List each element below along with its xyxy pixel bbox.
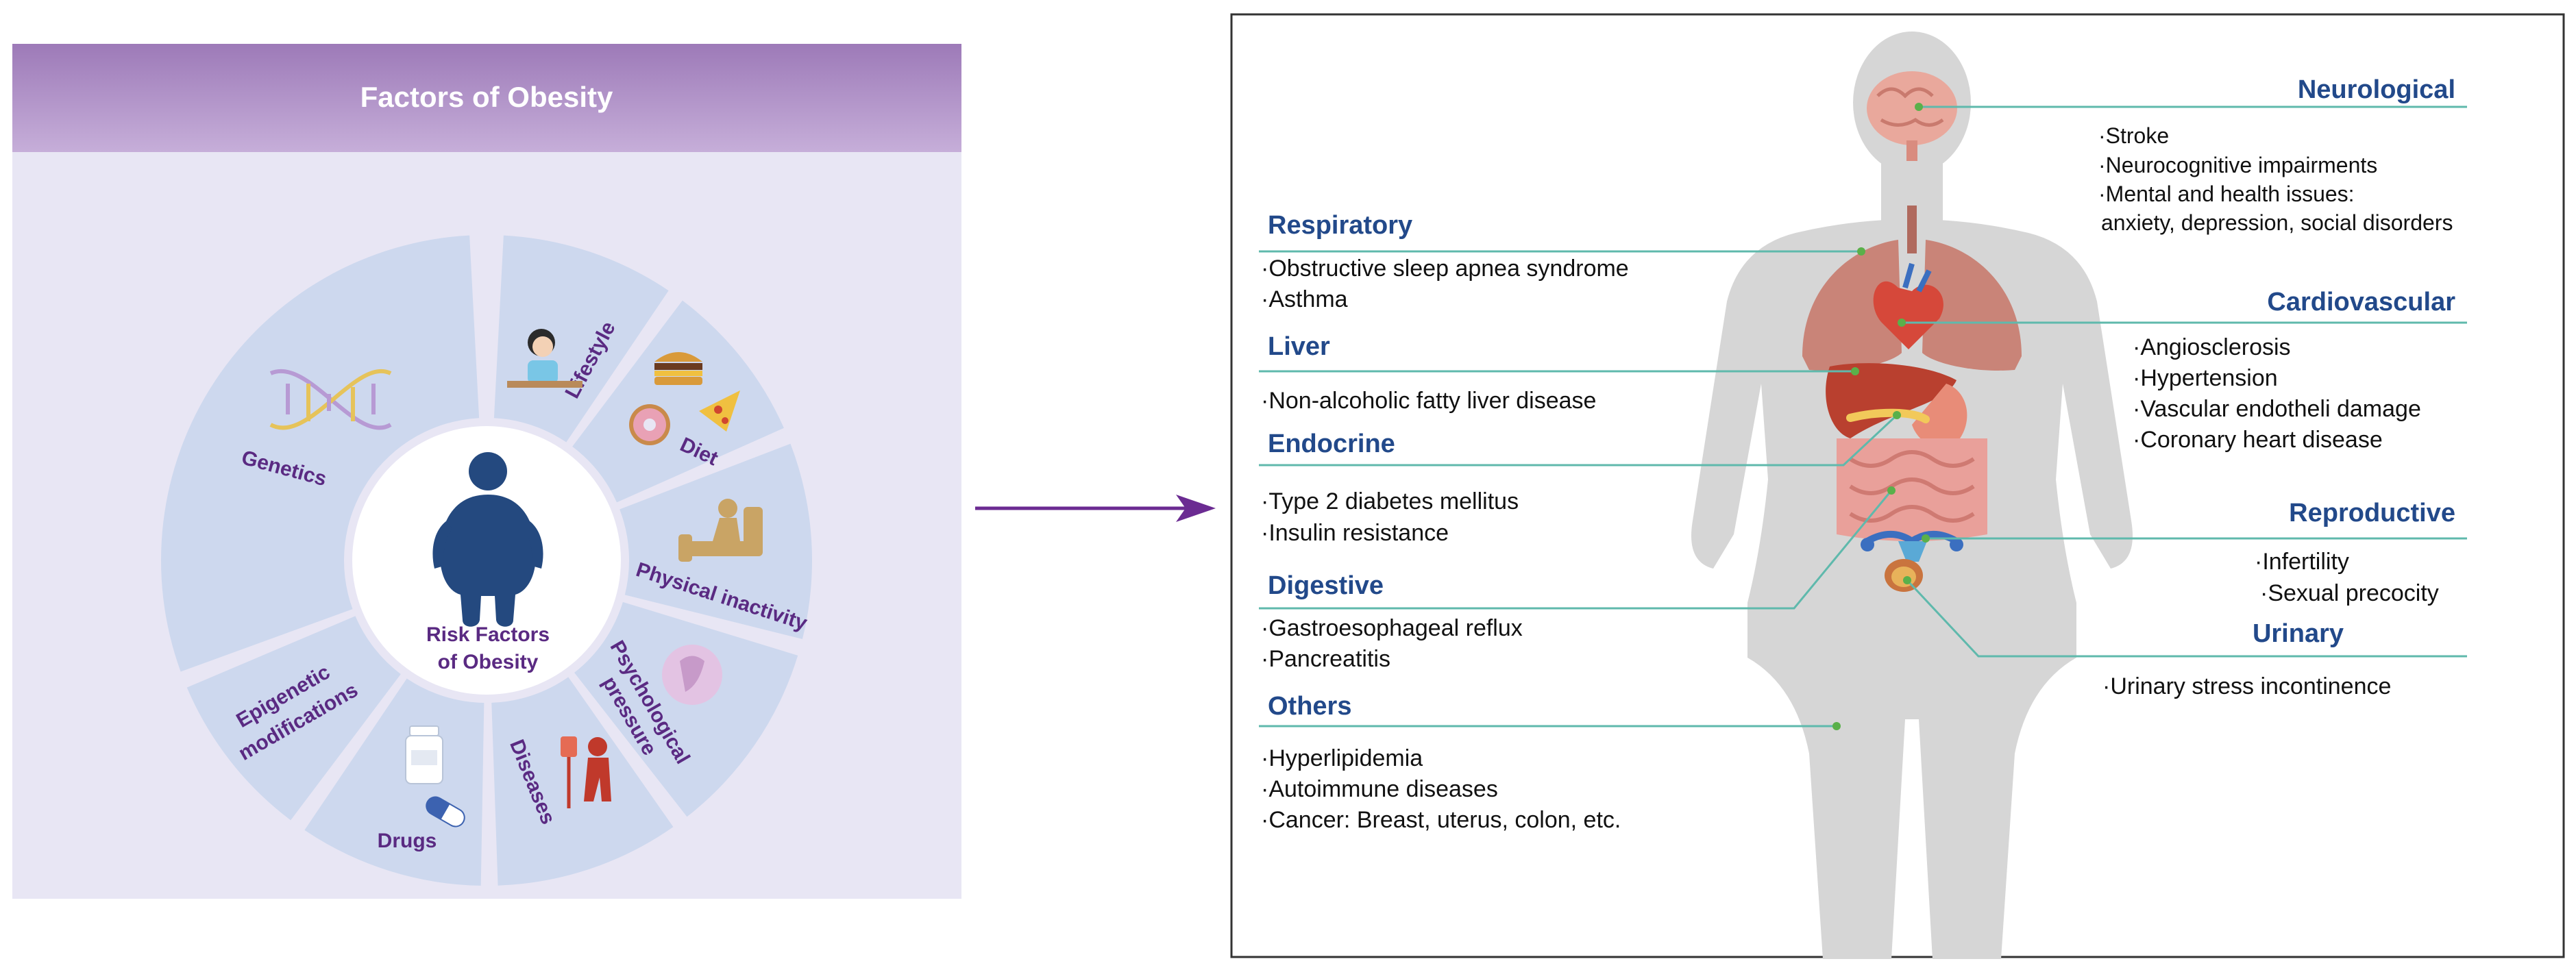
couch-person-icon [678, 499, 763, 562]
system-item: ·Type 2 diabetes mellitus [1261, 488, 1519, 514]
marker-reproductive [1922, 534, 1930, 543]
system-reproductive: Reproductive ·Infertility ·Sexual precoc… [2255, 499, 2455, 606]
stressed-head-icon [662, 645, 722, 705]
flow-arrow [975, 495, 1216, 522]
system-item: ·Mental and health issues: [2098, 182, 2355, 206]
factors-panel: Factors of Obesity Risk Factors of Obesi… [12, 44, 961, 899]
factors-panel-title: Factors of Obesity [360, 81, 613, 113]
center-label-line1: Risk Factors [426, 623, 550, 646]
system-item: ·Infertility [2255, 549, 2349, 575]
system-item: ·Pancreatitis [1261, 646, 1390, 672]
system-item: ·Coronary heart disease [2133, 427, 2383, 453]
brain-icon [1867, 71, 1957, 161]
system-item: ·Obstructive sleep apnea syndrome [1261, 256, 1629, 282]
leader-line-endocrine [1259, 414, 1898, 467]
system-item: ·Cancer: Breast, uterus, colon, etc. [1261, 807, 1621, 833]
system-item: ·Hypertension [2133, 365, 2278, 391]
system-item: ·Non-alcoholic fatty liver disease [1261, 388, 1596, 414]
child-studying-icon [507, 329, 582, 388]
segment-label-drugs: Drugs [378, 830, 437, 852]
system-title-liver: Liver [1268, 332, 1330, 361]
lungs-icon [1802, 206, 2022, 371]
wheel-segment-diseases [491, 677, 674, 886]
leader-line-urinary [1906, 579, 2467, 658]
system-title-digestive: Digestive [1268, 571, 1384, 600]
system-item: ·Sexual precocity [2260, 580, 2439, 606]
system-respiratory: Respiratory ·Obstructive sleep apnea syn… [1261, 211, 1629, 312]
system-item: ·Angiosclerosis [2133, 334, 2291, 360]
center-label-line2: of Obesity [438, 651, 539, 673]
pizza-icon [699, 390, 740, 432]
system-item: ·Hyperlipidemia [1261, 745, 1423, 771]
system-item: ·Stroke [2098, 123, 2169, 148]
marker-urinary [1903, 576, 1911, 584]
system-urinary: Urinary ·Urinary stress incontinence [2102, 619, 2391, 699]
wheel-segment-psych [574, 601, 798, 817]
system-title-others: Others [1268, 692, 1351, 721]
system-item: ·Urinary stress incontinence [2102, 673, 2391, 699]
bladder-icon [1885, 559, 1923, 592]
burger-icon [654, 352, 702, 385]
marker-liver [1851, 367, 1859, 375]
system-title-neurological: Neurological [2298, 75, 2455, 104]
system-title-reproductive: Reproductive [2289, 499, 2455, 527]
system-title-endocrine: Endocrine [1268, 430, 1395, 458]
marker-cardiovascular [1898, 319, 1906, 327]
system-title-cardiovascular: Cardiovascular [2267, 288, 2455, 316]
leader-line-digestive [1259, 490, 1893, 610]
marker-respiratory [1857, 247, 1865, 256]
system-liver: Liver ·Non-alcoholic fatty liver disease [1261, 332, 1596, 414]
system-item: ·Insulin resistance [1261, 520, 1449, 546]
donut-icon [629, 404, 670, 445]
system-digestive: Digestive ·Gastroesophageal reflux ·Panc… [1261, 571, 1523, 672]
stomach-icon [1912, 384, 1967, 447]
uterus-icon [1861, 531, 1963, 562]
pill-bottle-icon [405, 725, 443, 784]
marker-neurological [1915, 103, 1923, 111]
marker-others [1832, 722, 1841, 730]
wheel-segment-diet [572, 300, 784, 503]
system-title-urinary: Urinary [2253, 619, 2344, 648]
factors-panel-header [12, 44, 961, 152]
system-title-respiratory: Respiratory [1268, 211, 1412, 240]
marker-endocrine [1893, 411, 1901, 419]
system-item: anxiety, depression, social disorders [2101, 210, 2453, 235]
marker-digestive [1887, 486, 1896, 495]
system-item: ·Vascular endotheli damage [2133, 396, 2421, 422]
wheel-segment-lifestyle [493, 235, 669, 443]
system-others: Others ·Hyperlipidemia ·Autoimmune disea… [1261, 692, 1621, 833]
wheel-segment-epigenetic [186, 616, 401, 821]
wheel-segment-genetics [161, 235, 480, 672]
system-item: ·Autoimmune diseases [1261, 776, 1498, 802]
complications-panel: Respiratory ·Obstructive sleep apnea syn… [1230, 13, 2565, 959]
system-item: ·Asthma [1261, 286, 1348, 312]
dna-icon [269, 369, 392, 430]
heart-icon [1873, 262, 1943, 349]
obese-person-icon [432, 452, 543, 627]
capsule-icon [426, 796, 465, 828]
system-item: ·Gastroesophageal reflux [1261, 615, 1523, 641]
system-endocrine: Endocrine ·Type 2 diabetes mellitus ·Ins… [1261, 430, 1519, 546]
system-neurological: Neurological ·Stroke ·Neurocognitive imp… [2098, 75, 2455, 235]
patient-iv-icon [561, 736, 611, 808]
intestines-icon [1837, 438, 1987, 541]
system-cardiovascular: Cardiovascular ·Angiosclerosis ·Hyperten… [2133, 288, 2455, 453]
system-item: ·Neurocognitive impairments [2098, 153, 2377, 177]
pancreas-icon [1846, 408, 1930, 423]
